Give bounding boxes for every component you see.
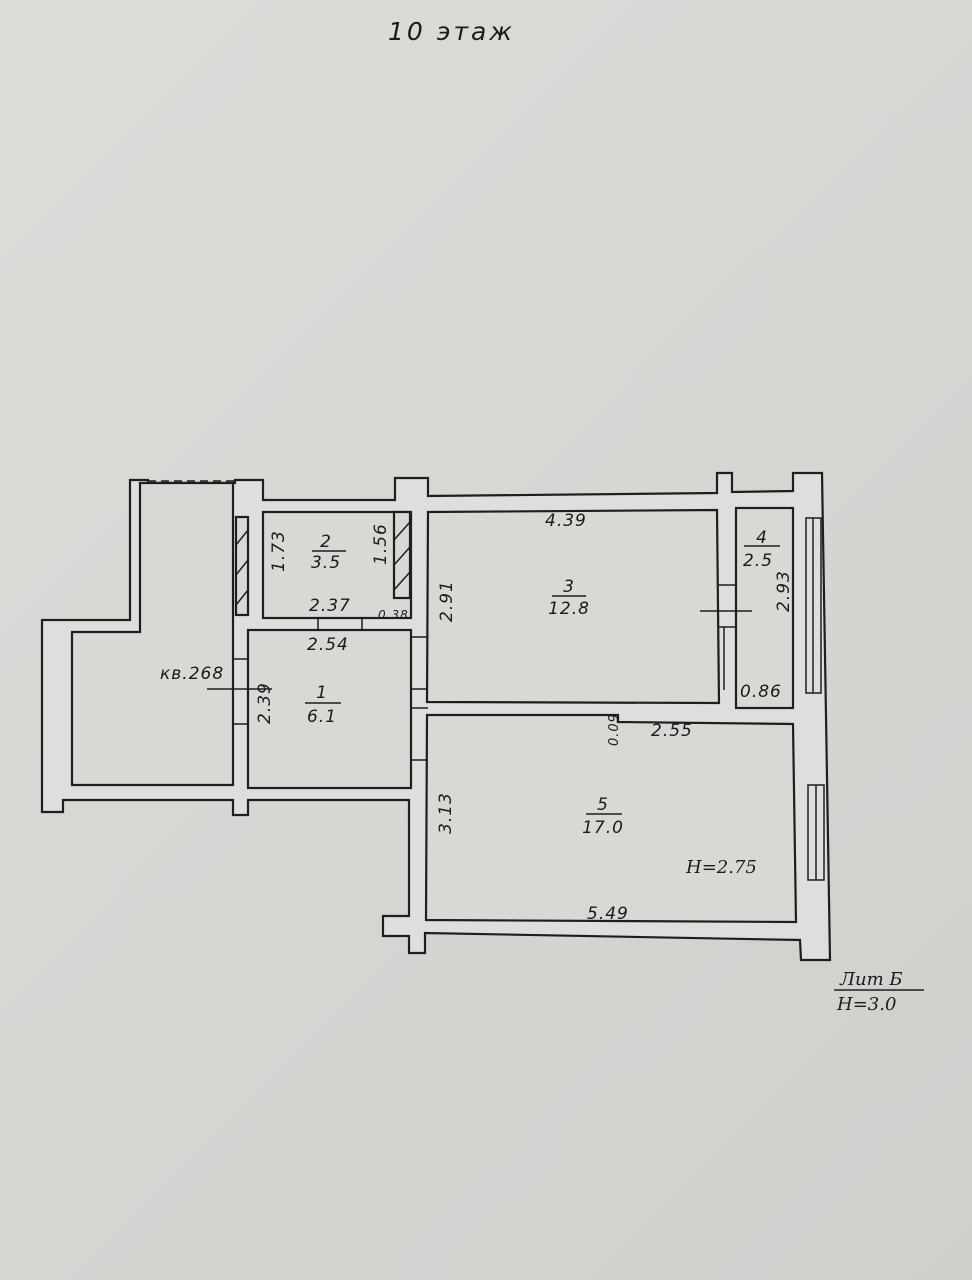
room-4-number: 4 [756,528,768,548]
room-5 [424,713,798,924]
room-1 [246,628,413,790]
dim-r3-width: 4.39 [545,511,587,531]
dim-r1-width: 2.54 [307,635,349,655]
room-3-number: 3 [563,577,575,597]
dim-step: 0.09 [607,713,622,746]
room-5-area: 17.0 [582,818,624,838]
dim-r5-height: 3.13 [436,792,456,834]
room-3 [425,508,721,705]
dim-r5-width: 5.49 [587,904,629,924]
dim-r2-small: 0.38 [378,608,409,622]
dim-r3-height: 2.91 [437,580,457,622]
legend-height: H=3.0 [836,994,896,1015]
room-1-number: 1 [316,683,328,703]
room-5-number: 5 [597,795,609,815]
dim-r2-shaft: 1.56 [371,523,391,565]
door-jambs [233,584,736,761]
vent-hatching-left [235,529,249,606]
dim-r4-width: 0.86 [740,682,782,702]
legend-letter: Лит Б [839,969,903,990]
dim-r2-height: 1.73 [269,530,289,572]
room-1-area: 6.1 [307,707,337,727]
dim-r1-height: 2.39 [255,682,275,724]
ceiling-height: H=2.75 [685,857,757,878]
room-2-number: 2 [320,532,332,552]
dim-r4-height: 2.93 [774,570,794,612]
balcony [70,481,235,787]
room-3-area: 12.8 [548,599,590,619]
room-2-area: 3.5 [311,553,341,573]
vent-hatching [393,521,411,591]
floor-title: 10 этаж [388,17,515,46]
apartment-label: кв.268 [160,664,224,684]
dim-r5-top: 2.55 [651,721,693,741]
room-2 [261,510,413,620]
room-4 [734,506,795,710]
room-4-area: 2.5 [743,551,773,571]
dim-r2-width: 2.37 [309,596,351,616]
